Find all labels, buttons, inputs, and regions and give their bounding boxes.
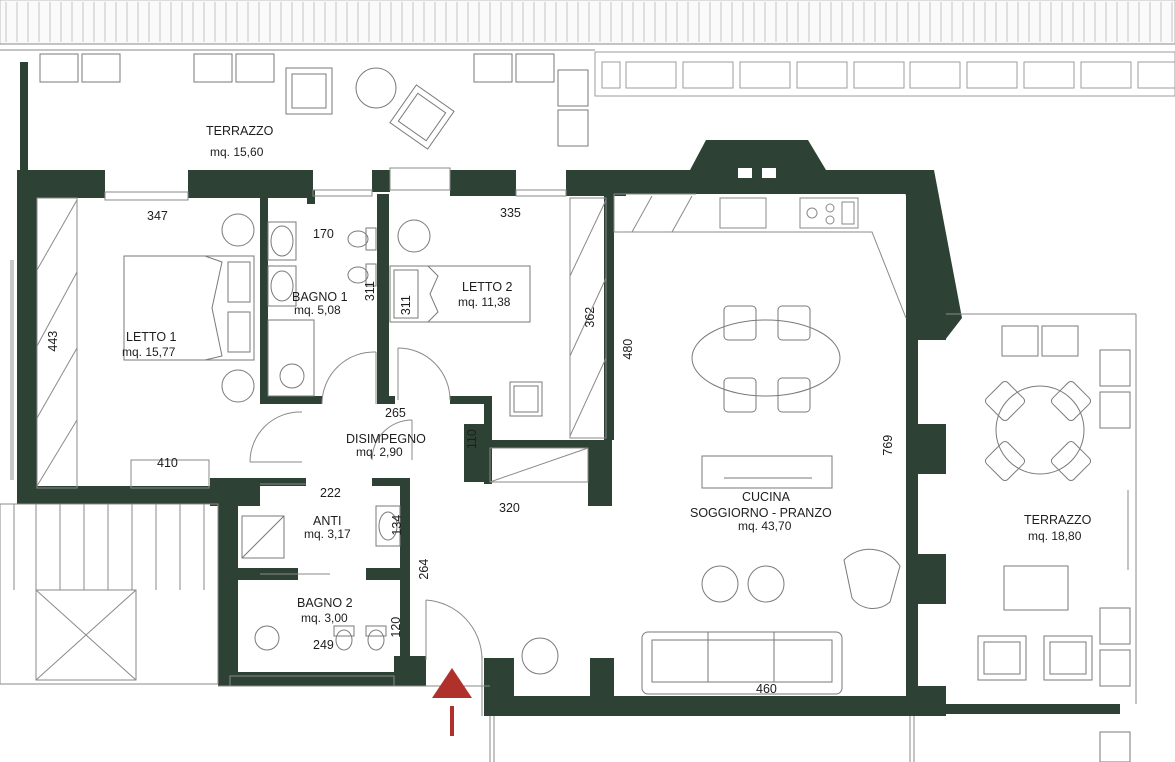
room-name-terrazzo-right: TERRAZZO bbox=[1024, 513, 1092, 527]
room-area-disimpegno: mq. 2,90 bbox=[356, 445, 403, 459]
dimension-label: 335 bbox=[500, 206, 521, 220]
top-railing bbox=[0, 0, 1175, 51]
room-area-bagno1: mq. 5,08 bbox=[294, 303, 341, 317]
armchair-icon bbox=[285, 67, 455, 150]
room-area-letto1: mq. 15,77 bbox=[122, 345, 176, 359]
dimension-label: 265 bbox=[385, 406, 406, 420]
interior-lines bbox=[0, 167, 1137, 762]
dimension-label: 311 bbox=[362, 281, 377, 302]
room-name-letto2: LETTO 2 bbox=[462, 280, 513, 294]
dimension-label: 264 bbox=[417, 558, 432, 580]
dimension-label: 460 bbox=[756, 682, 777, 696]
walls bbox=[10, 62, 1120, 716]
bed-icon bbox=[123, 213, 255, 403]
room-name-letto1: LETTO 1 bbox=[126, 330, 177, 344]
dimension-label: 769 bbox=[881, 434, 896, 456]
room-area-terrazzo-top: mq. 15,60 bbox=[210, 145, 264, 159]
room-name-cucina: CUCINA bbox=[742, 490, 790, 504]
entrance-arrow-icon bbox=[432, 668, 472, 736]
dimension-label: 362 bbox=[583, 306, 598, 328]
room-area-terrazzo-right: mq. 18,80 bbox=[1028, 529, 1082, 543]
washbasin-icon bbox=[267, 221, 401, 547]
armchair-icon bbox=[977, 380, 1093, 681]
toilet-icon bbox=[333, 227, 387, 651]
room-area-cucina: mq. 43,70 bbox=[738, 519, 792, 533]
dimension-label: 347 bbox=[147, 209, 168, 223]
room-name-disimpegno: DISIMPEGNO bbox=[346, 432, 426, 446]
shower-icon bbox=[241, 319, 315, 651]
dimension-label: 134 bbox=[390, 514, 405, 536]
room-name-anti: ANTI bbox=[313, 514, 342, 528]
room-name-soggiorno: SOGGIORNO - PRANZO bbox=[690, 506, 832, 520]
dimension-label: 249 bbox=[313, 638, 334, 652]
dimension-label: 110 bbox=[464, 429, 479, 450]
room-area-bagno2: mq. 3,00 bbox=[301, 611, 348, 625]
dimension-label: 170 bbox=[313, 227, 334, 241]
stove-icon bbox=[738, 168, 776, 178]
sofa-icon bbox=[641, 631, 843, 695]
dimension-label: 480 bbox=[621, 338, 636, 360]
room-name-bagno1: BAGNO 1 bbox=[292, 290, 348, 304]
dimension-label: 410 bbox=[157, 456, 178, 470]
parapet-boxes bbox=[594, 51, 1175, 97]
room-name-bagno2: BAGNO 2 bbox=[297, 596, 353, 610]
dimension-label: 120 bbox=[389, 616, 404, 638]
plant-icon bbox=[39, 53, 1131, 762]
room-area-anti: mq. 3,17 bbox=[304, 527, 351, 541]
dimension-label: 443 bbox=[46, 330, 61, 352]
dimension-label: 222 bbox=[320, 486, 341, 500]
dimension-label: 311 bbox=[398, 295, 413, 316]
dimension-label: 320 bbox=[499, 501, 520, 515]
room-name-terrazzo-top: TERRAZZO bbox=[206, 124, 274, 138]
dining-table-icon bbox=[521, 305, 901, 675]
bed-icon bbox=[389, 219, 543, 417]
room-area-letto2: mq. 11,38 bbox=[458, 295, 511, 309]
